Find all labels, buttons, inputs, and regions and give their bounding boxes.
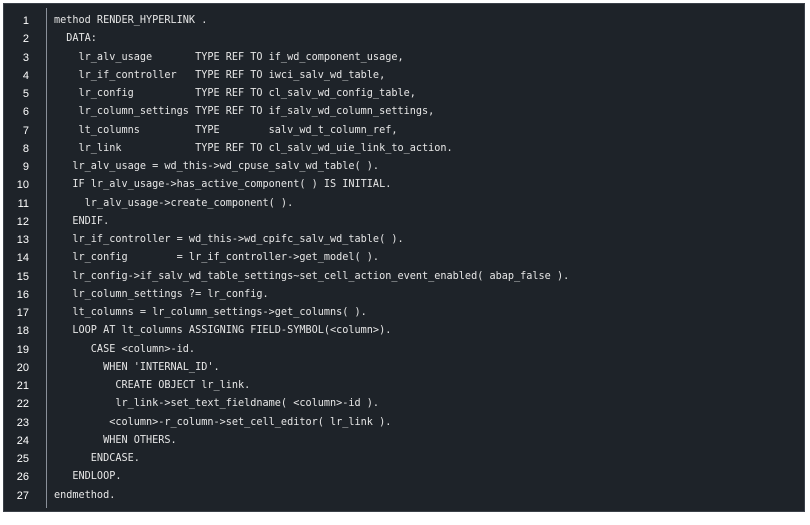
code-text[interactable]: WHEN 'INTERNAL_ID'. [54,361,220,373]
line-number: 27 [16,489,29,502]
code-line: 17 lt_columns = lr_column_settings->get_… [4,304,804,322]
line-number: 8 [22,142,29,155]
line-number: 4 [22,69,29,82]
code-line: 1 method RENDER_HYPERLINK . [4,12,804,30]
code-line: 9 lr_alv_usage = wd_this->wd_cpuse_salv_… [4,158,804,176]
code-line: 7 lt_columns TYPE salv_wd_t_column_ref, [4,122,804,140]
code-text[interactable]: lr_link TYPE REF TO cl_salv_wd_uie_link_… [54,142,453,154]
code-line: 26 ENDLOOP. [4,468,804,486]
code-text[interactable]: lr_if_controller TYPE REF TO iwci_salv_w… [54,69,386,81]
code-line: 10 IF lr_alv_usage->has_active_component… [4,176,804,194]
code-line: 27 endmethod. [4,487,804,505]
line-number: 22 [16,398,29,411]
line-number: 9 [22,161,29,174]
code-line: 19 CASE <column>-id. [4,341,804,359]
code-line: 12 ENDIF. [4,213,804,231]
code-line: 6 lr_column_settings TYPE REF TO if_salv… [4,103,804,121]
line-number: 26 [16,471,29,484]
code-text[interactable]: ENDIF. [54,215,110,227]
code-line: 18 LOOP AT lt_columns ASSIGNING FIELD-SY… [4,322,804,340]
line-number: 24 [16,434,29,447]
code-text[interactable]: lr_link->set_text_fieldname( <column>-id… [54,398,380,410]
code-line: 21 CREATE OBJECT lr_link. [4,377,804,395]
line-number: 1 [22,15,29,28]
line-number: 19 [16,343,29,356]
line-number: 21 [16,380,29,393]
code-text[interactable]: lt_columns = lr_column_settings->get_col… [54,307,367,319]
code-text[interactable]: IF lr_alv_usage->has_active_component( )… [54,179,392,191]
line-number: 18 [16,325,29,338]
gutter-divider [46,8,47,508]
code-text[interactable]: WHEN OTHERS. [54,434,177,446]
code-line: 13 lr_if_controller = wd_this->wd_cpifc_… [4,231,804,249]
code-text[interactable]: lr_alv_usage TYPE REF TO if_wd_component… [54,51,404,63]
code-line: 20 WHEN 'INTERNAL_ID'. [4,359,804,377]
code-text[interactable]: lt_columns TYPE salv_wd_t_column_ref, [54,124,398,136]
line-number: 10 [16,179,29,192]
code-text[interactable]: method RENDER_HYPERLINK . [54,15,208,27]
line-number: 15 [16,270,29,283]
code-line: 2 DATA: [4,30,804,48]
line-number: 3 [22,51,29,64]
code-text[interactable]: lr_config->if_salv_wd_table_settings~set… [54,270,570,282]
code-text[interactable]: CREATE OBJECT lr_link. [54,380,251,392]
code-line: 8 lr_link TYPE REF TO cl_salv_wd_uie_lin… [4,140,804,158]
code-text[interactable]: CASE <column>-id. [54,343,196,355]
code-line: 11 lr_alv_usage->create_component( ). [4,195,804,213]
code-text[interactable]: <column>-r_column->set_cell_editor( lr_l… [54,416,392,428]
line-number: 11 [17,197,29,210]
code-line: 3 lr_alv_usage TYPE REF TO if_wd_compone… [4,49,804,67]
line-number: 13 [16,234,29,247]
code-line: 5 lr_config TYPE REF TO cl_salv_wd_confi… [4,85,804,103]
code-text[interactable]: lr_alv_usage->create_component( ). [54,197,294,209]
line-number: 6 [22,106,29,119]
code-line: 22 lr_link->set_text_fieldname( <column>… [4,395,804,413]
code-text[interactable]: lr_alv_usage = wd_this->wd_cpuse_salv_wd… [54,161,380,173]
code-text[interactable]: endmethod. [54,489,116,501]
code-text[interactable]: LOOP AT lt_columns ASSIGNING FIELD-SYMBO… [54,325,392,337]
line-number: 17 [16,307,29,320]
code-text[interactable]: ENDCASE. [54,453,140,465]
line-number: 2 [22,33,29,46]
line-number: 14 [16,252,29,265]
code-line: 14 lr_config = lr_if_controller->get_mod… [4,249,804,267]
line-number: 20 [16,361,29,374]
line-number: 25 [16,453,29,466]
line-number: 16 [16,288,29,301]
code-text[interactable]: ENDLOOP. [54,471,122,483]
line-number: 12 [16,215,29,228]
code-text[interactable]: lr_column_settings ?= lr_config. [54,288,269,300]
code-text[interactable]: lr_config TYPE REF TO cl_salv_wd_config_… [54,88,416,100]
line-number: 5 [22,88,29,101]
line-number: 7 [22,124,29,137]
code-line: 23 <column>-r_column->set_cell_editor( l… [4,414,804,432]
code-line: 25 ENDCASE. [4,450,804,468]
code-line: 16 lr_column_settings ?= lr_config. [4,286,804,304]
code-line: 4 lr_if_controller TYPE REF TO iwci_salv… [4,67,804,85]
code-line: 24 WHEN OTHERS. [4,432,804,450]
code-text[interactable]: lr_if_controller = wd_this->wd_cpifc_sal… [54,234,404,246]
code-text[interactable]: lr_config = lr_if_controller->get_model(… [54,252,380,264]
code-text[interactable]: DATA: [54,33,97,45]
code-text[interactable]: lr_column_settings TYPE REF TO if_salv_w… [54,106,435,118]
line-number: 23 [16,416,29,429]
code-line: 15 lr_config->if_salv_wd_table_settings~… [4,268,804,286]
